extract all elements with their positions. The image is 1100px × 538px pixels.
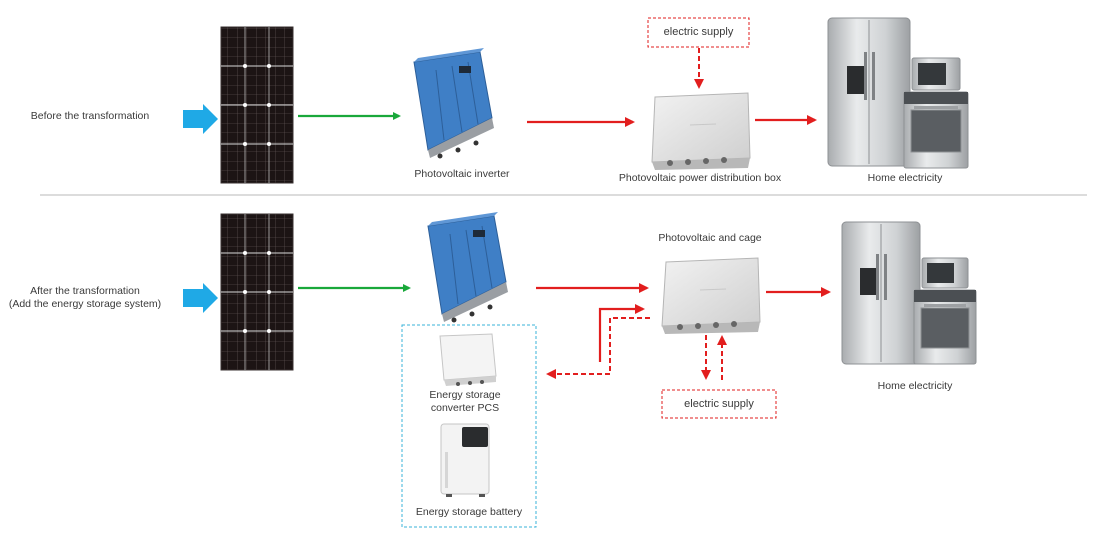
inverter-image-top — [413, 48, 494, 159]
inverter-image-bottom — [427, 212, 508, 323]
solar-input-arrow-bottom — [183, 283, 218, 313]
red-arrow-storage-to-box — [598, 304, 645, 362]
home-appliances-image-top — [827, 17, 969, 169]
electric-supply-frame-top — [647, 17, 750, 48]
distribution-box-image-top — [651, 92, 751, 170]
solar-input-arrow-top — [183, 104, 218, 134]
pcs-label-line2: converter PCS — [430, 402, 500, 414]
solar-panel-top — [220, 26, 294, 184]
pcs-label: Energy storage converter PCS — [415, 389, 515, 415]
solar-panel-bottom — [220, 213, 294, 371]
inverter-label: Photovoltaic inverter — [414, 168, 510, 180]
row-label-after: After the transformation (Add the energy… — [5, 285, 165, 310]
red-dashed-arrow-box-to-storage — [546, 317, 650, 379]
pcs-label-line1: Energy storage — [429, 389, 501, 401]
row-label-after-line1: After the transformation — [30, 285, 140, 297]
battery-image — [440, 423, 490, 497]
energy-storage-frame — [401, 324, 537, 528]
home-label-top: Home electricity — [867, 172, 943, 184]
battery-label: Energy storage battery — [415, 506, 523, 518]
box-label-top: Photovoltaic power distribution box — [618, 172, 782, 184]
row-label-before: Before the transformation — [30, 110, 150, 122]
row-label-after-line2: (Add the energy storage system) — [8, 297, 162, 310]
box-label-bottom: Photovoltaic and cage — [658, 232, 762, 244]
pcs-image — [439, 333, 497, 386]
electric-supply-label-bottom: electric supply — [684, 398, 754, 410]
electric-supply-frame-bottom — [661, 389, 777, 419]
home-appliances-image-bottom — [841, 221, 977, 365]
electric-supply-label-top: electric supply — [663, 26, 734, 38]
home-label-bottom: Home electricity — [877, 380, 953, 392]
distribution-box-image-bottom — [661, 257, 761, 334]
